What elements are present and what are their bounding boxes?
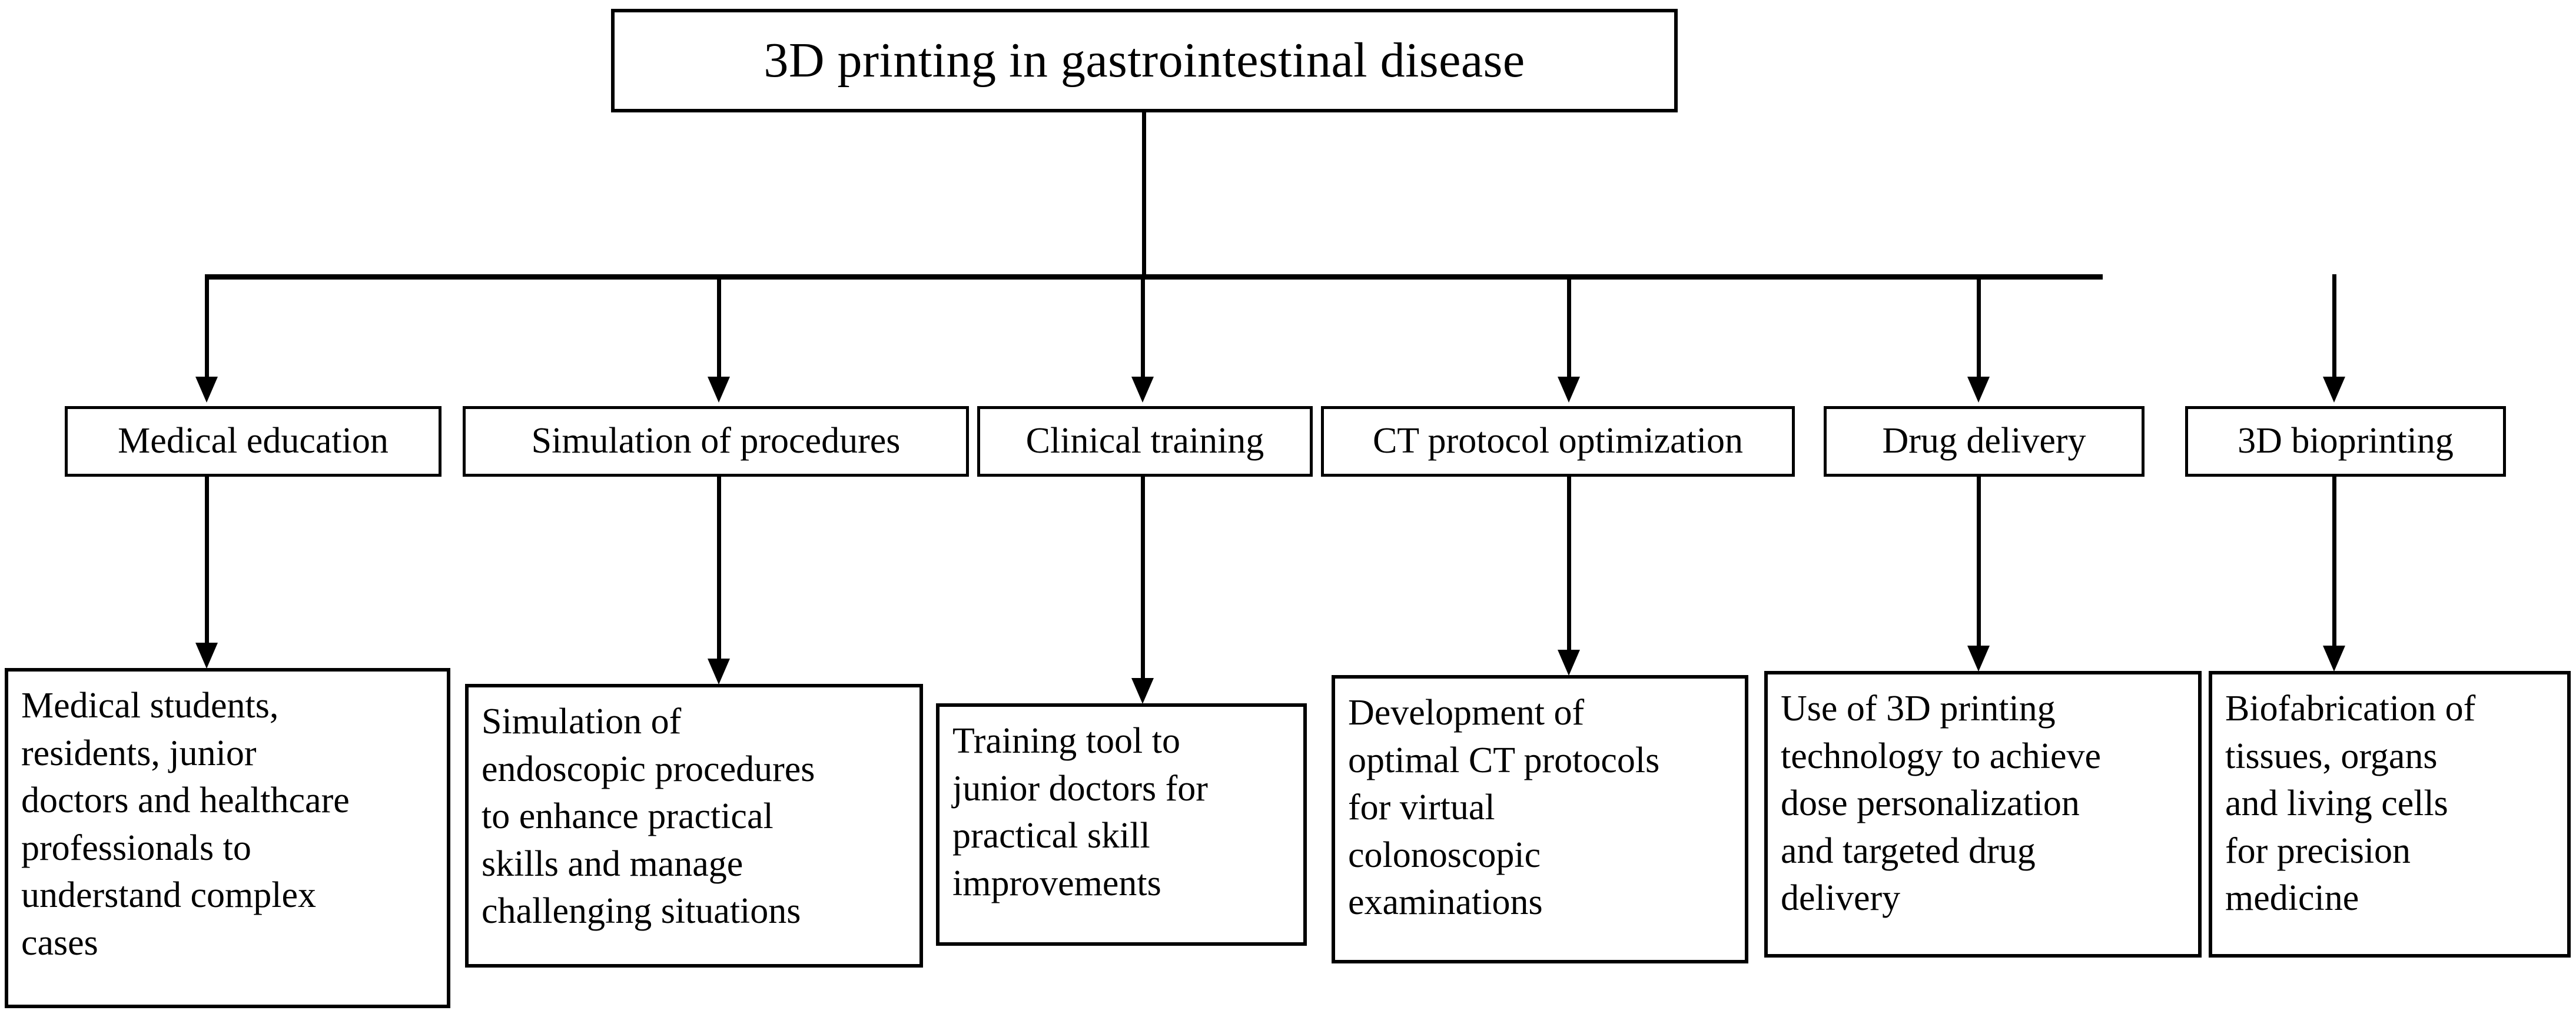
detail-arrow-4 [1558,650,1580,676]
detail-label: Medical students, residents, junior doct… [21,686,350,963]
detail-line-5 [1977,477,1981,647]
detail-line-2 [717,477,721,660]
detail-node-clinical-training: Training tool to junior doctors for prac… [936,703,1307,946]
detail-arrow-1 [195,643,218,669]
branch-arrow-4 [1558,377,1580,403]
detail-arrow-6 [2323,646,2345,672]
detail-label: Development of optimal CT protocols for … [1348,693,1660,923]
category-label: Clinical training [1025,421,1264,461]
detail-arrow-5 [1967,646,1990,672]
branch-arrow-1 [195,377,218,403]
detail-node-3d-bioprinting: Biofabrication of tissues, organs and li… [2209,671,2571,958]
detail-line-3 [1141,477,1145,680]
category-node-simulation-of-procedures: Simulation of procedures [463,406,969,477]
distribution-bus-line [206,274,2103,280]
root-node: 3D printing in gastrointestinal disease [611,9,1678,112]
category-node-ct-protocol-optimization: CT protocol optimization [1321,406,1795,477]
detail-arrow-2 [708,659,730,684]
detail-label: Use of 3D printing technology to achieve… [1781,689,2102,919]
category-node-drug-delivery: Drug delivery [1824,406,2145,477]
root-stem-line [1142,112,1146,277]
branch-line-3 [1141,274,1145,379]
branch-line-2 [717,274,721,379]
detail-node-ct-protocol-optimization: Development of optimal CT protocols for … [1332,675,1748,963]
detail-node-medical-education: Medical students, residents, junior doct… [5,668,450,1008]
branch-line-4 [1567,274,1571,379]
category-node-medical-education: Medical education [65,406,441,477]
detail-node-simulation-of-procedures: Simulation of endoscopic procedures to e… [465,684,923,968]
detail-line-1 [205,477,209,644]
detail-line-6 [2332,477,2336,647]
branch-line-5 [1977,274,1981,379]
branch-arrow-5 [1967,377,1990,403]
detail-label: Training tool to junior doctors for prac… [952,721,1208,903]
category-label: Simulation of procedures [531,421,901,461]
branch-arrow-6 [2323,377,2345,403]
branch-arrow-3 [1131,377,1154,403]
branch-line-6 [2332,274,2336,379]
detail-node-drug-delivery: Use of 3D printing technology to achieve… [1764,671,2202,958]
category-node-clinical-training: Clinical training [977,406,1313,477]
category-label: 3D bioprinting [2238,421,2454,461]
branch-arrow-2 [708,377,730,403]
detail-label: Biofabrication of tissues, organs and li… [2225,689,2476,919]
branch-line-1 [205,274,209,379]
category-label: Drug delivery [1882,421,2086,461]
detail-line-4 [1567,477,1571,652]
root-node-label: 3D printing in gastrointestinal disease [763,32,1525,88]
detail-arrow-3 [1131,678,1154,704]
category-label: CT protocol optimization [1372,421,1744,461]
category-node-3d-bioprinting: 3D bioprinting [2185,406,2506,477]
detail-label: Simulation of endoscopic procedures to e… [482,702,815,932]
category-label: Medical education [118,421,389,461]
